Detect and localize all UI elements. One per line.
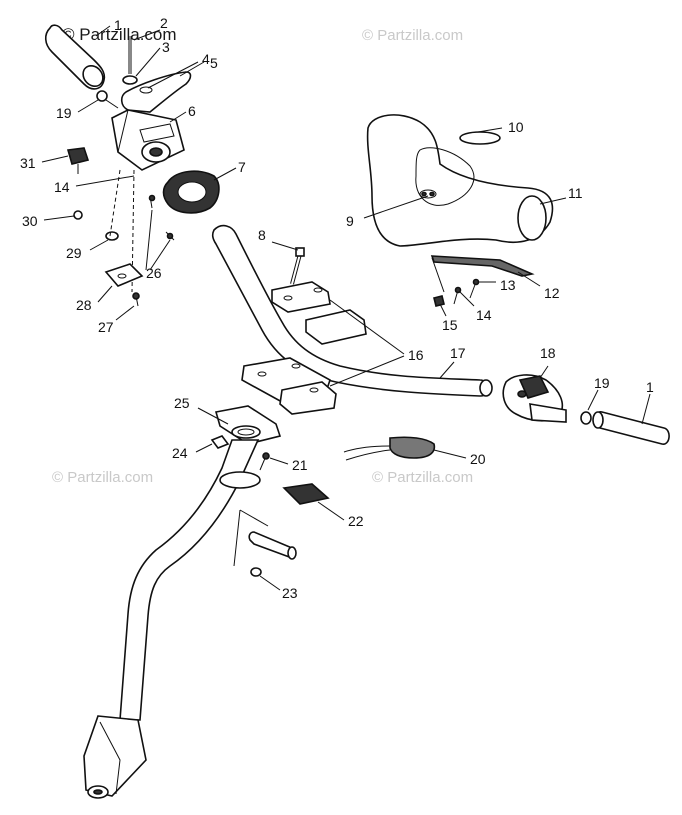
watermark-top-left: © Partzilla.com [62,25,177,44]
callout-25: 25 [174,395,190,411]
callout-14-right: 14 [476,307,492,323]
callout-5: 5 [210,55,218,71]
callout-17: 17 [450,345,466,361]
callout-23: 23 [282,585,298,601]
screw-19-left [96,90,119,109]
callouts: 1 2 3 4 5 19 6 31 7 14 30 29 26 28 27 8 … [20,15,654,601]
callout-19-right: 19 [594,375,610,391]
callout-12: 12 [544,285,560,301]
left-grip [44,24,106,90]
right-grip [592,411,670,445]
screw-19-right [580,411,592,425]
pad-strap [430,255,535,277]
callout-22: 22 [348,513,364,529]
callout-1-left: 1 [114,17,122,33]
bolt-8 [290,247,305,285]
handlebar [211,224,493,397]
callout-15: 15 [442,317,458,333]
callout-29: 29 [66,245,82,261]
screw-27 [132,292,140,307]
heater-cable [343,436,436,461]
throttle-housing [111,109,185,171]
throttle-lever [120,71,192,113]
callout-6: 6 [188,103,196,119]
watermark-mid-left: © Partzilla.com [52,469,153,486]
screw-21 [259,452,270,471]
callout-7: 7 [238,159,246,175]
pad-fasteners [433,278,480,307]
plate-28 [104,263,144,287]
callout-14-left: 14 [54,179,70,195]
watermark-top-right: © Partzilla.com [362,27,463,44]
callout-31: 31 [20,155,36,171]
bar-clamp-upper [271,281,367,345]
handlebar-pad [366,114,554,247]
callout-30: 30 [22,213,38,229]
callout-24: 24 [172,445,188,461]
callout-9: 9 [346,213,354,229]
callout-4: 4 [202,51,210,67]
leader-lines [41,25,651,591]
callout-20: 20 [470,451,486,467]
pad-decal [459,131,501,145]
washer-3 [122,75,138,85]
bar-clamp-lower [241,357,337,415]
callout-13: 13 [500,277,516,293]
callout-28: 28 [76,297,92,313]
kill-switch [66,147,90,174]
callout-16: 16 [408,347,424,363]
callout-8: 8 [258,227,266,243]
callout-3: 3 [162,39,170,55]
callout-10: 10 [508,119,524,135]
watermark-mid-right: © Partzilla.com [372,469,473,486]
right-control [502,374,567,423]
callout-21: 21 [292,457,308,473]
callout-19-left: 19 [56,105,72,121]
steering-post [83,405,282,799]
callout-11: 11 [568,185,583,201]
housing-cover [162,170,220,214]
callout-2: 2 [160,15,168,31]
callout-27: 27 [98,319,114,335]
callout-18: 18 [540,345,556,361]
callout-26: 26 [146,265,162,281]
tube-23 [233,509,297,577]
bracket-22 [282,483,330,505]
nut-24 [210,435,230,449]
callout-1-right: 1 [646,379,654,395]
